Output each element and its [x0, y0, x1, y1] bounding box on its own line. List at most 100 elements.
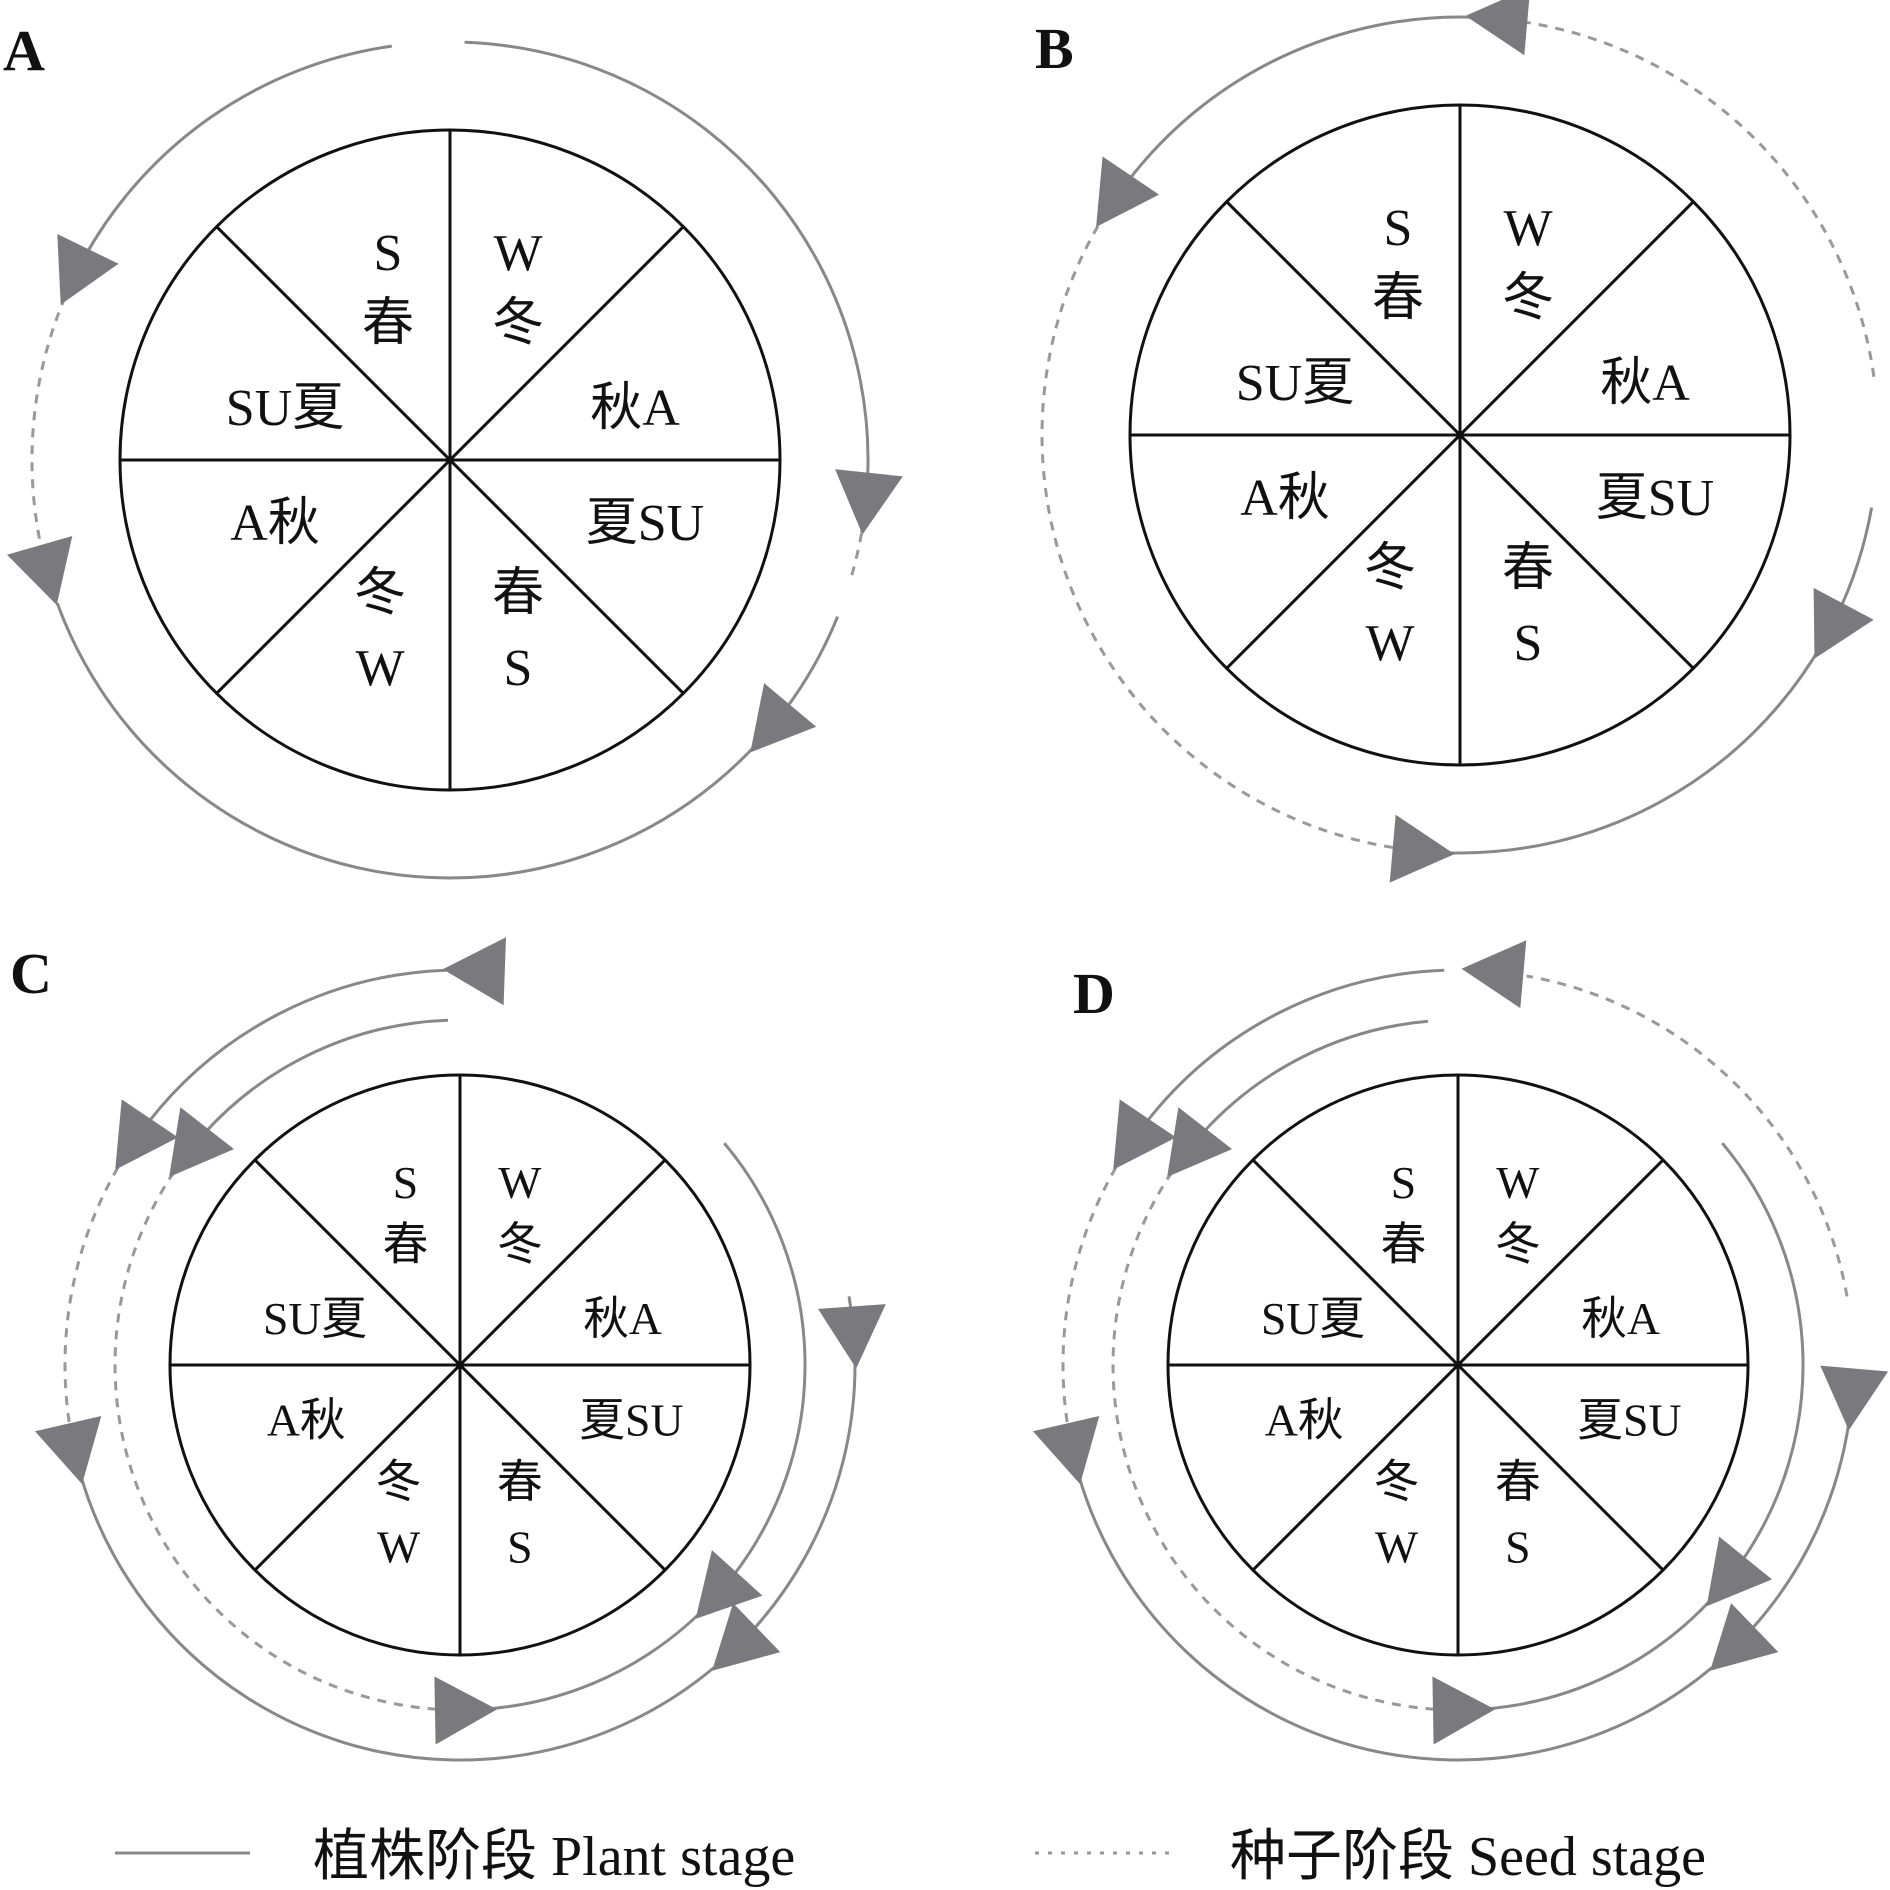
season-label-autumn: 秋A [1600, 355, 1690, 412]
arrow-icon [434, 1676, 497, 1745]
season-label-spring-lower-en: S [507, 1522, 532, 1573]
season-label-winter-lower-cn: 冬 [1364, 540, 1416, 597]
season-label-spring-en: S [1384, 200, 1413, 257]
plant-stage-arc [78, 1473, 715, 1762]
season-label-spring-cn: 春 [383, 1219, 429, 1270]
plant-stage-arc [1721, 1142, 1805, 1564]
panel-label: A [3, 18, 45, 83]
arrow-icon [1167, 1107, 1232, 1177]
plant-stage-arc [55, 602, 762, 880]
season-label-summer-lower: 夏SU [586, 495, 704, 552]
seed-stage-arc [1517, 19, 1876, 378]
seed-stage-arc [63, 1166, 120, 1434]
season-label-spring-lower-cn: 春 [1502, 540, 1554, 597]
arrow-icon [35, 1416, 102, 1485]
season-label-spring-lower-en: S [504, 640, 533, 697]
arrow-icon [1432, 1676, 1495, 1745]
legend-plant-label: 植株阶段 Plant stage [313, 1826, 795, 1888]
arrow-icon [1461, 940, 1527, 1009]
season-label-summer: SU夏 [1236, 355, 1354, 412]
season-label-summer: SU夏 [263, 1293, 367, 1344]
arrow-icon [7, 536, 73, 605]
arrow-icon [695, 1550, 763, 1619]
season-label-winter-lower-en: W [355, 640, 404, 697]
season-label-summer-lower: 夏SU [1596, 470, 1714, 527]
season-label-autumn-lower: A秋 [230, 495, 320, 552]
season-label-winter-lower-en: W [1375, 1522, 1419, 1573]
season-label-autumn-lower: A秋 [267, 1394, 346, 1445]
arrow-icon [442, 937, 506, 1006]
arrow-icon [1820, 1365, 1889, 1431]
wheel-divider [253, 1158, 667, 1572]
arrow-icon [1813, 587, 1874, 659]
season-label-spring-lower-cn: 春 [492, 565, 544, 622]
arrow-icon [818, 1304, 886, 1369]
arrow-icon [1096, 156, 1159, 227]
season-label-summer-lower: 夏SU [579, 1394, 683, 1445]
panel-label: B [1035, 16, 1074, 81]
wheel-divider [1225, 200, 1695, 670]
arrow-icon [1033, 1416, 1100, 1485]
arrow-icon [835, 469, 903, 535]
season-label-winter-lower-en: W [377, 1522, 421, 1573]
plant-stage-arc [79, 44, 393, 265]
arrow-icon [115, 1099, 179, 1170]
season-wheel [168, 1073, 752, 1657]
panel-C: CS春W冬SU夏秋AA秋夏SU冬W春S [10, 937, 886, 1762]
season-label-summer-lower: 夏SU [1577, 1394, 1681, 1445]
season-label-spring-lower-cn: 春 [497, 1456, 543, 1507]
season-label-spring-lower-en: S [1514, 615, 1543, 672]
arrow-icon [1706, 1536, 1772, 1607]
season-label-winter-lower-cn: 冬 [1374, 1456, 1420, 1507]
season-label-autumn: 秋A [583, 1293, 662, 1344]
panel-label: C [10, 941, 52, 1006]
arrow-icon [169, 1107, 234, 1177]
season-wheel [118, 128, 782, 792]
season-label-winter-en: W [1503, 200, 1552, 257]
seed-stage-arc [1526, 974, 1849, 1297]
seed-stage-arc [1061, 1166, 1118, 1434]
season-label-winter-lower-cn: 冬 [376, 1456, 422, 1507]
plant-stage-arc [1145, 968, 1445, 1123]
season-label-winter-cn: 冬 [1502, 270, 1554, 327]
season-label-winter-lower-cn: 冬 [354, 565, 406, 622]
season-label-winter-cn: 冬 [497, 1219, 543, 1270]
wheel-divider [215, 225, 685, 695]
season-label-spring-cn: 春 [1381, 1219, 1427, 1270]
legend-seed-label: 种子阶段 Seed stage [1230, 1826, 1706, 1888]
season-label-spring-cn: 春 [1372, 270, 1424, 327]
season-label-winter-en: W [498, 1157, 542, 1208]
plant-stage-arc [1834, 507, 1874, 619]
plant-stage-arc [489, 1607, 706, 1711]
season-label-winter-lower-en: W [1365, 615, 1414, 672]
season-label-spring-en: S [1391, 1157, 1416, 1208]
season-label-winter-en: W [493, 225, 542, 282]
plant-stage-arc [147, 968, 447, 1123]
plant-stage-arc [1125, 15, 1475, 185]
season-wheel [1128, 103, 1792, 767]
wheel-divider [1251, 1158, 1665, 1572]
plant-stage-arc [1750, 1419, 1851, 1631]
plant-stage-arc [778, 616, 839, 719]
season-label-spring-cn: 春 [362, 295, 414, 352]
plant-stage-arc [1445, 643, 1824, 855]
panel-B: BS春W冬SU夏秋AA秋夏SU冬W春S [1035, 0, 1876, 883]
season-label-winter-cn: 冬 [492, 295, 544, 352]
panel-D: DS春W冬SU夏秋AA秋夏SU冬W春S [1033, 940, 1889, 1762]
seed-stage-arc [1040, 225, 1403, 851]
season-label-summer: SU夏 [226, 380, 344, 437]
arrow-icon [1465, 0, 1530, 56]
plant-stage-arc [1200, 1019, 1429, 1136]
arrow-icon [1710, 1603, 1779, 1671]
arrow-icon [1113, 1099, 1177, 1170]
plant-stage-arc [723, 1142, 807, 1579]
arrow-icon [1389, 814, 1455, 883]
panel-A: AS春W冬SU夏秋AA秋夏SU冬W春S [3, 18, 903, 880]
season-label-autumn-lower: A秋 [1240, 470, 1330, 527]
legend: 植株阶段 Plant stage 种子阶段 Seed stage [115, 1826, 1706, 1888]
season-label-spring-en: S [393, 1157, 418, 1208]
arrow-icon [57, 234, 119, 305]
season-label-autumn: 秋A [1581, 1293, 1660, 1344]
seed-stage-arc [30, 296, 67, 555]
